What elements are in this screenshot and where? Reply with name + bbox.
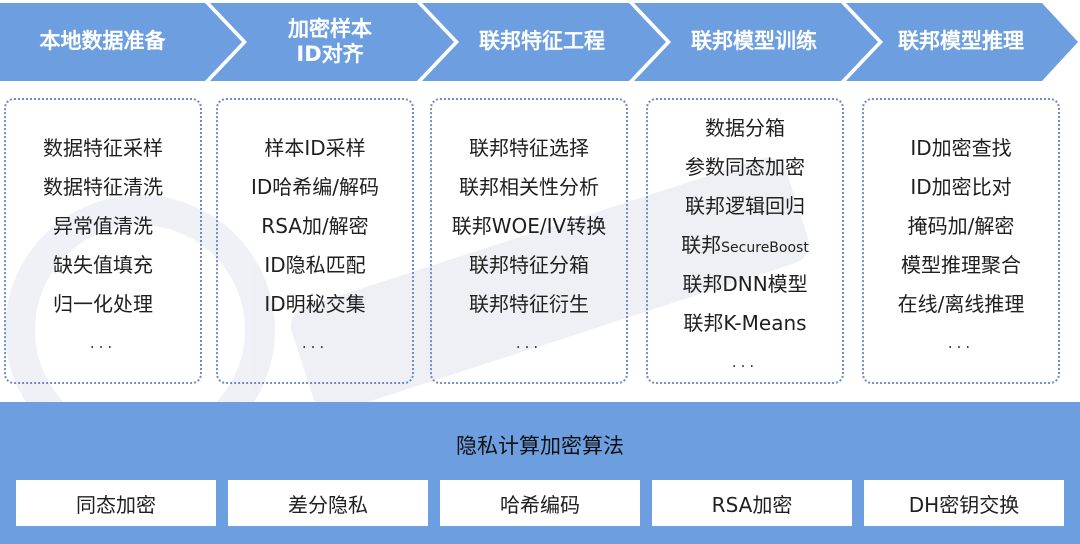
module-card-model-training: 数据分箱 参数同态加密 联邦逻辑回归 联邦SecureBoost 联邦DNN模型… — [646, 98, 844, 384]
module-item: 参数同态加密 — [685, 155, 805, 179]
module-ellipsis: ... — [301, 334, 329, 352]
module-item: 联邦特征分箱 — [469, 253, 589, 277]
module-ellipsis: ... — [515, 334, 543, 352]
module-ellipsis: ... — [89, 334, 117, 352]
module-item: ID哈希编/解码 — [250, 175, 380, 199]
module-item: 数据特征采样 — [43, 136, 163, 160]
stage-label-id-alignment: 加密样本 ID对齐 — [288, 16, 372, 66]
module-item: ID加密比对 — [910, 175, 1012, 199]
stage-arrows — [0, 3, 1078, 81]
module-item: ID明秘交集 — [264, 292, 366, 316]
module-item: 归一化处理 — [53, 292, 153, 316]
module-item: 样本ID采样 — [264, 136, 366, 160]
module-ellipsis: ... — [947, 334, 975, 352]
stage-label-feature-engineering: 联邦特征工程 — [479, 29, 605, 54]
module-item: 掩码加/解密 — [907, 214, 1015, 238]
module-item-text: 联邦SecureBoost — [681, 233, 809, 257]
module-ellipsis: ... — [731, 353, 759, 371]
module-item: ID加密查找 — [910, 136, 1012, 160]
stage-arrow-2 — [210, 3, 454, 81]
stage-label-model-inference: 联邦模型推理 — [898, 29, 1024, 54]
module-item: RSA加/解密 — [261, 214, 369, 238]
stage-arrow-5 — [846, 3, 1078, 81]
module-item: 联邦WOE/IV转换 — [451, 214, 607, 238]
stage-arrow-1 — [0, 3, 242, 81]
stage-banner: 本地数据准备 加密样本 ID对齐 联邦特征工程 联邦模型训练 联邦模型推理 — [0, 0, 1080, 86]
module-card-id-alignment: 样本ID采样 ID哈希编/解码 RSA加/解密 ID隐私匹配 ID明秘交集 ..… — [216, 98, 414, 384]
algorithm-item: 哈希编码 — [440, 480, 640, 526]
module-item: 联邦特征衍生 — [469, 292, 589, 316]
algorithms-title: 隐私计算加密算法 — [456, 434, 624, 458]
stage-label-model-training: 联邦模型训练 — [691, 29, 817, 54]
module-item: 异常值清洗 — [53, 214, 153, 238]
module-item: 联邦K-Means — [683, 311, 807, 335]
module-card-feature-engineering: 联邦特征选择 联邦相关性分析 联邦WOE/IV转换 联邦特征分箱 联邦特征衍生 … — [430, 98, 628, 384]
module-item: ID隐私匹配 — [264, 253, 366, 277]
privacy-algorithms-band: 隐私计算加密算法 同态加密 差分隐私 哈希编码 RSA加密 DH密钥交换 — [0, 402, 1080, 544]
module-card-model-inference: ID加密查找 ID加密比对 掩码加/解密 模型推理聚合 在线/离线推理 ... — [862, 98, 1060, 384]
module-item: 数据特征清洗 — [43, 175, 163, 199]
module-item: 联邦SecureBoost — [681, 235, 809, 255]
module-card-local-data: 数据特征采样 数据特征清洗 异常值清洗 缺失值填充 归一化处理 ... — [4, 98, 202, 384]
module-item: 缺失值填充 — [53, 253, 153, 277]
module-item: 在线/离线推理 — [897, 292, 1025, 316]
algorithm-item: DH密钥交换 — [864, 480, 1064, 526]
algorithm-item: 差分隐私 — [228, 480, 428, 526]
stage-label-local-data: 本地数据准备 — [39, 29, 166, 54]
module-item: 模型推理聚合 — [901, 253, 1021, 277]
stage-arrow-3 — [422, 3, 666, 81]
stage-arrow-4 — [634, 3, 878, 81]
module-item: 数据分箱 — [705, 116, 785, 140]
algorithm-item: RSA加密 — [652, 480, 852, 526]
module-item: 联邦DNN模型 — [682, 272, 808, 296]
module-item: 联邦相关性分析 — [459, 175, 599, 199]
module-item: 联邦特征选择 — [469, 136, 589, 160]
algorithm-item: 同态加密 — [16, 480, 216, 526]
module-item: 联邦逻辑回归 — [685, 194, 805, 218]
